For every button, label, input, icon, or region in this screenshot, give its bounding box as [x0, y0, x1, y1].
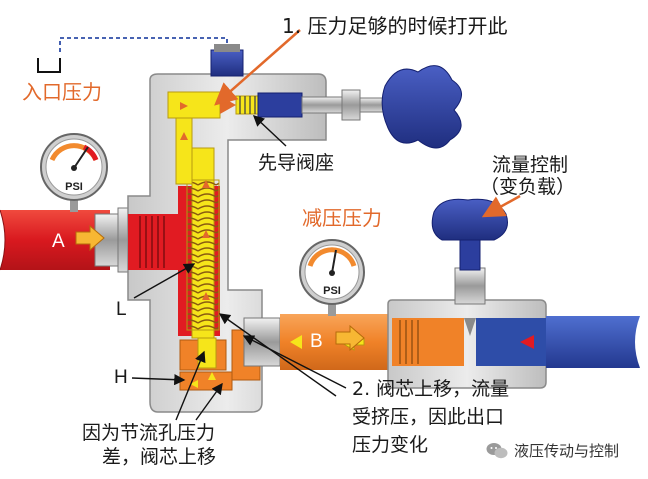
pilot-seat-assembly: [220, 89, 391, 121]
pilot-passage: [167, 91, 221, 185]
note-1: 1. 压力足够的时候打开此: [282, 14, 508, 38]
flow-arrows: [75, 224, 365, 352]
orifice-note-line1: 因为节流孔压力: [82, 422, 216, 444]
tank-symbol: [37, 37, 228, 73]
note-2-line2: 受挤压，因此出口: [352, 406, 505, 428]
note-2-line3: 压力变化: [352, 434, 429, 456]
watermark-text: 液压传动与控制: [514, 442, 620, 460]
leader-lines: [131, 29, 521, 421]
wechat-icon: [486, 442, 508, 458]
inlet-pressure-label: 入口压力: [22, 80, 102, 104]
watermark: 液压传动与控制: [486, 440, 619, 461]
top-plug: [210, 44, 244, 77]
drain-line-dashed: [59, 37, 228, 52]
outlet-pressure-gauge: [299, 239, 365, 316]
outlet-pipe-b: [243, 314, 390, 370]
flow-control-label-line1: 流量控制: [492, 154, 569, 176]
gauge-label-right: PSI: [323, 285, 341, 297]
inlet-pipe-a: [0, 207, 141, 273]
inlet-pressure-gauge: [40, 133, 108, 212]
gauge-label-left: PSI: [65, 181, 83, 193]
orifice-note-line2: 差，阀芯上移: [102, 446, 217, 468]
label-l: L: [116, 299, 127, 320]
return-pipe: [546, 316, 640, 368]
reduced-pressure-label: 减压压力: [302, 206, 382, 230]
pilot-adjust-knob: [381, 65, 462, 149]
port-a-label: A: [52, 231, 65, 252]
flow-control-label-line2: （变负载）: [480, 176, 576, 198]
port-b-label: B: [310, 331, 323, 352]
pilot-seat-label: 先导阀座: [258, 152, 335, 174]
label-h: H: [114, 367, 128, 388]
flow-control-valve: [387, 198, 547, 389]
note-2-line1: 2. 阀芯上移，流量: [352, 378, 510, 400]
